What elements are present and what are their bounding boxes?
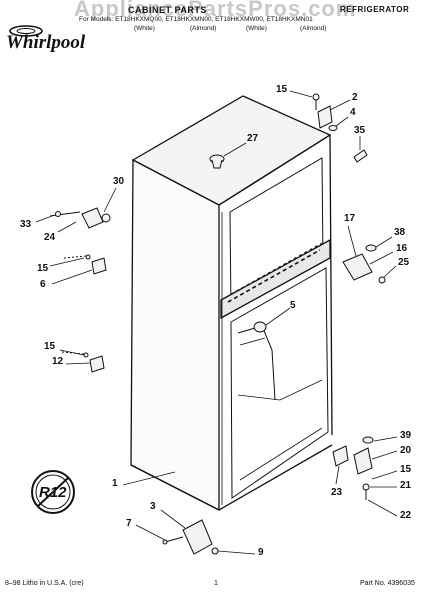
callout-9-screw: 9: [258, 547, 264, 558]
callout-3-bottom-hinge: 3: [150, 501, 156, 512]
brand-name: Whirlpool: [6, 32, 86, 53]
r12-stamp: [31, 470, 75, 514]
callout-2-top-hinge: 2: [352, 92, 358, 103]
callout-16-center-hinge: 16: [396, 243, 408, 254]
callout-22-spacer: 22: [400, 510, 412, 521]
footer-part-number: Part No. 4396035: [360, 580, 415, 587]
page-title: CABINET PARTS: [128, 5, 207, 15]
whirlpool-logo: Whirlpool: [6, 22, 85, 56]
callout-24-pin: 24: [44, 232, 56, 243]
callout-21-pin: 21: [400, 480, 412, 491]
color-almond-1: (Almond): [190, 25, 217, 32]
callout-15-screw-left: 15: [37, 263, 49, 274]
callout-5-knob: 5: [290, 300, 296, 311]
callout-4-spacer: 4: [350, 107, 356, 118]
callout-20-bottom-hinge: 20: [400, 445, 412, 456]
models-line: For Models: ET18HKXMQ00, ET18HKXMN00, ET…: [79, 16, 313, 23]
r12-stamp-label: R12: [39, 484, 67, 501]
callout-23-cover: 23: [331, 487, 343, 498]
callout-35-screw: 35: [354, 125, 366, 136]
callout-17-hinge: 17: [344, 213, 356, 224]
callout-1-cabinet: 1: [112, 478, 118, 489]
color-almond-2: (Almond): [300, 25, 327, 32]
callout-30-hinge-assembly: 30: [113, 176, 125, 187]
callout-39-spacer: 39: [400, 430, 412, 441]
callout-15-top-hinge-screw: 15: [276, 84, 288, 95]
callout-6-cover: 6: [40, 279, 46, 290]
callout-15-screw-middle: 15: [44, 341, 56, 352]
callout-12-cover: 12: [52, 356, 64, 367]
color-white-2: (White): [246, 25, 267, 32]
callout-15-screw-bottom: 15: [400, 464, 412, 475]
callout-25-screw: 25: [398, 257, 410, 268]
callout-7-screw: 7: [126, 518, 132, 529]
color-white-1: (White): [134, 25, 155, 32]
category-label: REFRIGERATOR: [340, 5, 410, 14]
watermark: AppliancePartsPros.com: [74, 0, 357, 21]
callout-27-hinge-cap: 27: [247, 133, 259, 144]
footer-litho: 8–98 Litho in U.S.A. (cre): [5, 580, 84, 587]
callout-33-bushing: 33: [20, 219, 32, 230]
footer-page-number: 1: [214, 580, 218, 587]
callout-38-spacer: 38: [394, 227, 406, 238]
